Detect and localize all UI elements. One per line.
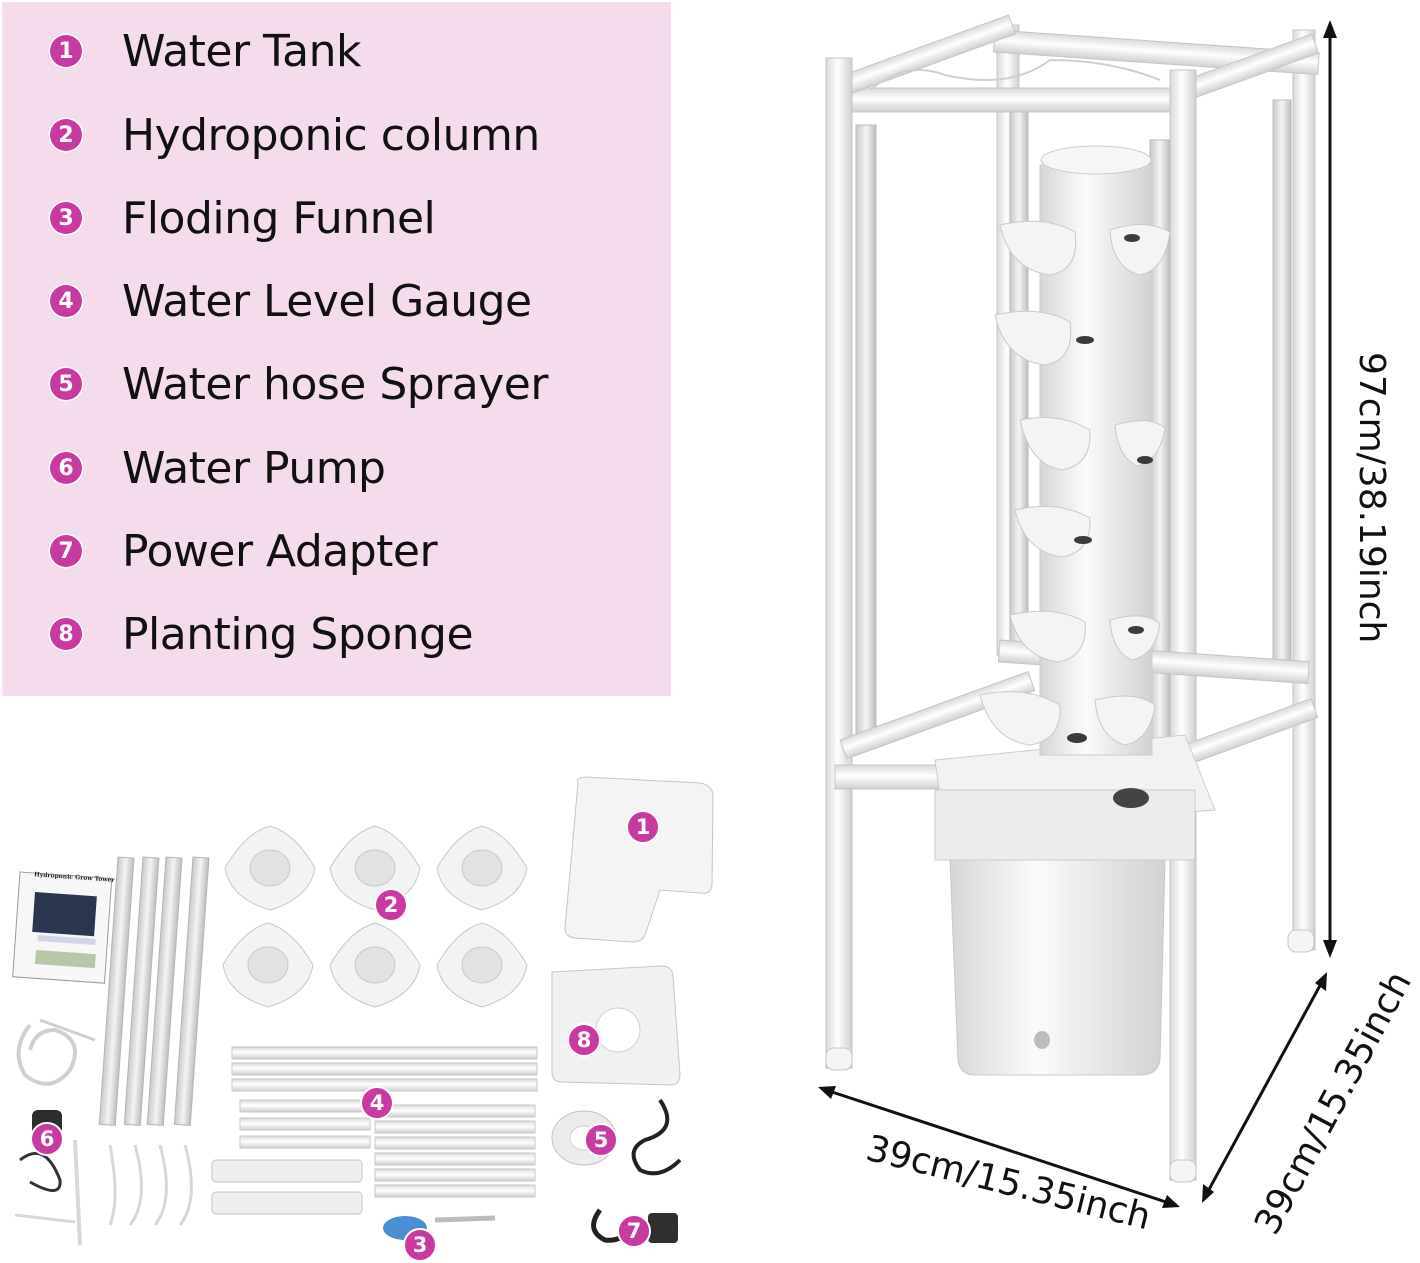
number-badge: 5 xyxy=(48,366,84,402)
legend-item-planting-sponge: 8 Planting Sponge xyxy=(48,608,474,660)
legend-item-water-tank: 1 Water Tank xyxy=(48,25,361,77)
legend-item-water-pump: 6 Water Pump xyxy=(48,442,386,494)
assembled-tower xyxy=(825,14,1320,1183)
number-badge: 2 xyxy=(48,117,84,153)
legend-label: Hydroponic column xyxy=(122,109,540,161)
legend-item-water-hose-sprayer: 5 Water hose Sprayer xyxy=(48,358,548,410)
photo-badge-8: 8 xyxy=(567,1023,601,1057)
legend-label: Floding Funnel xyxy=(122,192,436,244)
photo-badge-7: 7 xyxy=(617,1214,651,1248)
number-badge: 8 xyxy=(48,616,84,652)
photo-badge-1: 1 xyxy=(626,810,660,844)
legend-label: Water hose Sprayer xyxy=(122,358,548,410)
parts-layout xyxy=(12,776,714,1246)
dimension-arrows xyxy=(818,20,1337,1208)
number-badge: 3 xyxy=(48,200,84,236)
manual-booklet xyxy=(12,871,113,984)
legend-label: Water Tank xyxy=(122,25,361,77)
photo-badge-3: 3 xyxy=(403,1228,437,1262)
photo-badge-6: 6 xyxy=(30,1122,64,1156)
photo-badge-5: 5 xyxy=(584,1123,618,1157)
photo-badge-4: 4 xyxy=(360,1086,394,1120)
legend-label: Power Adapter xyxy=(122,525,438,577)
legend-item-power-adapter: 7 Power Adapter xyxy=(48,525,438,577)
legend-item-water-level-gauge: 4 Water Level Gauge xyxy=(48,275,532,327)
photo-badge-2: 2 xyxy=(374,888,408,922)
number-badge: 6 xyxy=(48,450,84,486)
legend-label: Water Pump xyxy=(122,442,386,494)
number-badge: 7 xyxy=(48,533,84,569)
legend-item-hydroponic-column: 2 Hydroponic column xyxy=(48,109,540,161)
legend-label: Planting Sponge xyxy=(122,608,474,660)
legend-label: Water Level Gauge xyxy=(122,275,532,327)
legend-panel: 1 Water Tank 2 Hydroponic column 3 Flodi… xyxy=(2,2,671,696)
legend-item-floding-funnel: 3 Floding Funnel xyxy=(48,192,436,244)
number-badge: 4 xyxy=(48,283,84,319)
number-badge: 1 xyxy=(48,33,84,69)
height-dimension-label: 97cm/38.19inch xyxy=(1351,352,1392,644)
